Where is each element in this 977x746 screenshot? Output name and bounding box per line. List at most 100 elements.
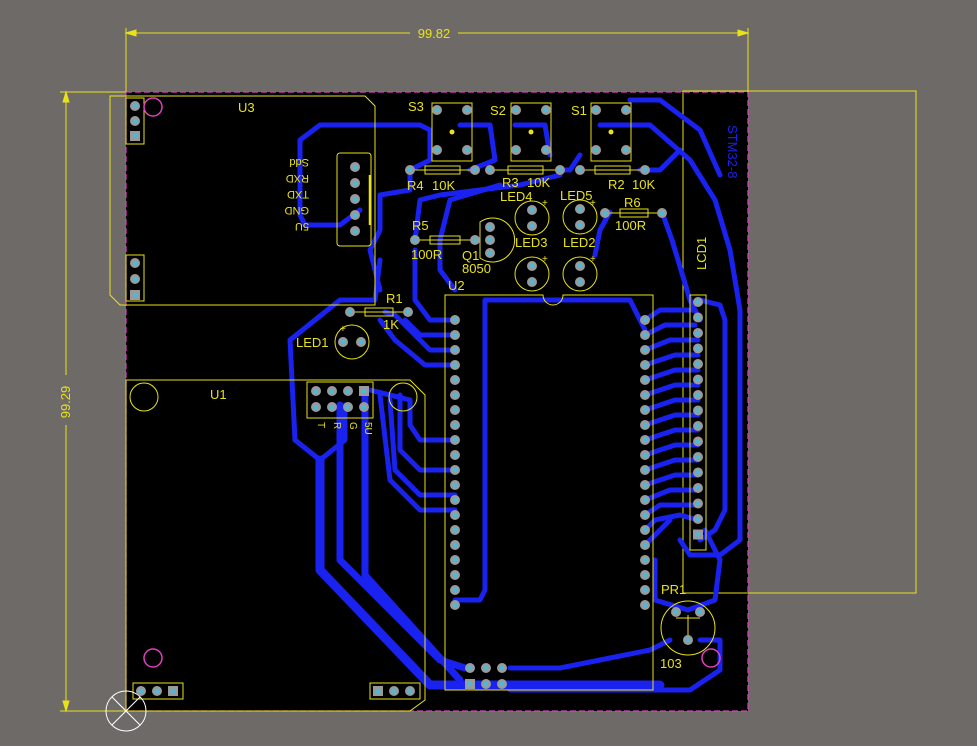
pad-hole <box>452 557 458 563</box>
u3-pin-labels: Sdd RXD TXD GND 5U <box>285 156 310 232</box>
pad-hole <box>695 532 701 537</box>
svg-text:RXD: RXD <box>286 172 309 184</box>
lcd1-header[interactable] <box>689 294 707 551</box>
pad-hole <box>623 107 629 113</box>
led3-label: LED3 <box>515 235 548 250</box>
s2-label: S2 <box>490 103 506 118</box>
pad-hole <box>452 347 458 353</box>
pad-hole <box>685 637 691 643</box>
pad-hole <box>529 223 535 229</box>
u1-label: U1 <box>210 387 227 402</box>
pad-hole <box>593 107 599 113</box>
pad-hole <box>513 147 519 153</box>
pad-hole <box>452 512 458 518</box>
pad-hole <box>132 292 138 298</box>
u2-chip[interactable] <box>444 294 654 691</box>
r5-label: R5 <box>412 218 429 233</box>
r6-value: 100R <box>615 218 646 233</box>
r2-value: 10K <box>632 177 655 192</box>
pad-hole <box>642 602 648 608</box>
pad-hole <box>434 147 440 153</box>
r1-label: R1 <box>386 291 403 306</box>
pad-hole <box>132 276 138 282</box>
pad-hole <box>472 237 478 243</box>
q1-transistor[interactable] <box>479 217 516 263</box>
pad-hole <box>375 688 381 694</box>
pad-hole <box>529 263 535 269</box>
r5-value: 100R <box>411 247 442 262</box>
pad-hole <box>642 437 648 443</box>
u3-module[interactable] <box>109 95 376 306</box>
pad-hole <box>464 107 470 113</box>
pad-hole <box>695 346 701 351</box>
svg-text:TXD: TXD <box>287 188 309 200</box>
pad-hole <box>695 439 701 444</box>
pad-hole <box>642 407 648 413</box>
pad-hole <box>695 470 701 475</box>
pad-hole <box>483 665 489 671</box>
pad-hole <box>132 118 138 124</box>
dimension-height-label: 99.29 <box>58 386 73 419</box>
resistors[interactable] <box>350 165 662 317</box>
pad-hole <box>472 167 478 173</box>
dimension-width-label: 99.82 <box>418 26 451 41</box>
pad-hole <box>464 147 470 153</box>
pad-hole <box>593 147 599 153</box>
switch-s1 <box>590 102 632 162</box>
pad-hole <box>695 361 701 367</box>
pad-hole <box>352 212 358 218</box>
r4-label: R4 <box>407 178 424 193</box>
u3-label: U3 <box>238 100 255 115</box>
pad-hole <box>412 237 418 243</box>
pad-hole <box>695 408 701 413</box>
pad-hole <box>543 147 549 153</box>
pad-hole <box>529 207 535 213</box>
pad-hole <box>695 392 701 398</box>
svg-text:+: + <box>542 254 548 265</box>
led1-label: LED1 <box>296 335 329 350</box>
pad-hole <box>695 454 701 460</box>
pad-hole <box>695 423 701 429</box>
pads[interactable] <box>130 101 705 696</box>
pad-hole <box>132 133 138 139</box>
pad-hole <box>642 587 648 593</box>
pad-hole <box>499 665 505 671</box>
mounting-holes <box>143 97 721 668</box>
pad-hole <box>132 103 138 109</box>
pad-hole <box>452 587 458 593</box>
pad-hole <box>407 688 413 694</box>
pad-hole <box>329 404 335 410</box>
pad-hole <box>405 309 411 315</box>
pad-hole <box>642 347 648 353</box>
pad-hole <box>467 665 473 671</box>
r3-label: R3 <box>502 175 519 190</box>
switches[interactable] <box>431 102 632 162</box>
pad-hole <box>313 404 319 410</box>
pad-hole <box>642 482 648 488</box>
pr1-label: PR1 <box>661 582 686 597</box>
pad-hole <box>697 609 703 615</box>
pad-hole <box>642 557 648 563</box>
pad-hole <box>452 572 458 578</box>
svg-text:R: R <box>331 422 342 429</box>
pad-hole <box>407 167 413 173</box>
svg-text:T: T <box>315 422 326 428</box>
pad-hole <box>170 688 176 694</box>
pad-hole <box>452 392 458 398</box>
pad-hole <box>557 167 563 173</box>
svg-text:G: G <box>347 422 358 430</box>
pad-hole <box>154 688 160 694</box>
lcd1-label: LCD1 <box>694 237 709 270</box>
led2 <box>562 256 598 292</box>
svg-text:+: + <box>590 254 596 265</box>
pad-hole <box>623 147 629 153</box>
pad-hole <box>452 527 458 533</box>
pad-hole <box>345 404 351 410</box>
r3-value: 10K <box>527 175 550 190</box>
pad-hole <box>452 497 458 503</box>
switch-s3 <box>431 102 473 162</box>
pad-hole <box>352 164 358 170</box>
r6-label: R6 <box>624 195 641 210</box>
leds[interactable] <box>334 199 598 360</box>
